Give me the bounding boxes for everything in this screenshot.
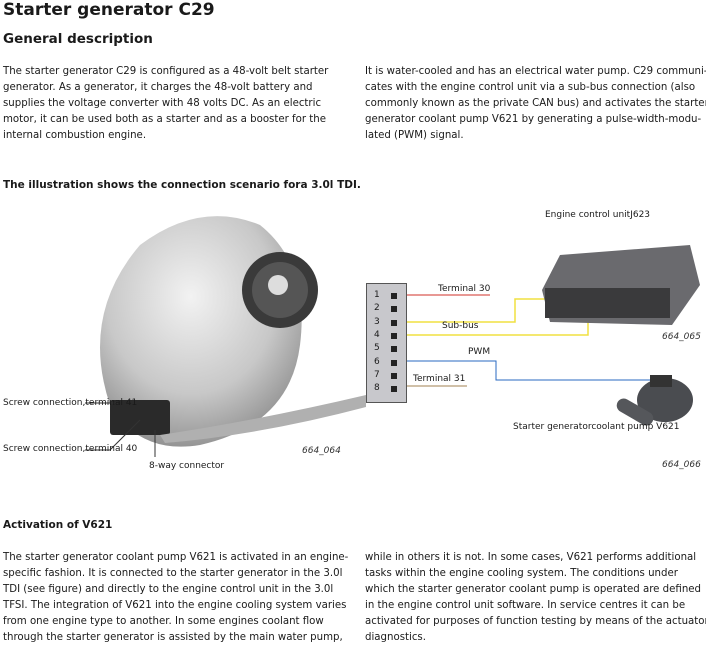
text-line: The illustration shows the connection sc… (3, 179, 301, 191)
pin-number: 1 (374, 290, 380, 300)
label-coolant-pump: Starter generatorcoolant pump V621 (513, 421, 680, 433)
intro-left: The starter generator C29 is configured … (3, 64, 328, 144)
pin-number: 7 (374, 369, 380, 380)
text-line: from one engine type to another. In some… (3, 616, 324, 627)
text-line: J623 (630, 210, 651, 220)
pin-number: 3 (374, 316, 380, 327)
text-line: through the starter generator is assiste… (3, 632, 343, 643)
figure-number-1: 664_064 (302, 446, 341, 456)
label-screw-terminal-41: Screw connection,terminal 41 (3, 397, 137, 409)
text-line: supplies the voltage converter with 48 v… (3, 98, 322, 109)
text-line: terminal 41 (85, 398, 138, 408)
label-sub-bus: Sub-bus (442, 321, 479, 331)
text-line: TDI (see figure) and directly to the eng… (3, 584, 334, 595)
pin-contact (391, 386, 397, 393)
activation-left: The starter generator coolant pump V621 … (3, 550, 348, 646)
figure-number-3: 664_066 (662, 460, 701, 470)
activation-right: while in others it is not. In some cases… (365, 550, 706, 646)
label-terminal-30: Terminal 30 (438, 284, 491, 294)
figure-caption: The illustration shows the connection sc… (3, 179, 361, 192)
text-line: Screw connection, (3, 398, 86, 408)
pin-contact (391, 332, 397, 339)
text-line: a 3.0l TDI. (300, 179, 361, 191)
label-engine-control-unit: Engine control unitJ623 (545, 209, 650, 221)
text-line: Screw connection, (3, 444, 86, 454)
text-line: generator coolant pump V621 by generatin… (365, 114, 702, 125)
pin-contact (391, 319, 397, 326)
figure-number-2: 664_065 (662, 332, 701, 342)
pin-number: 8 (374, 383, 380, 394)
text-line: while in others it is not. In some cases… (365, 552, 697, 563)
8-way-connector-pinout: 1 2 3 4 5 6 7 8 (366, 283, 407, 403)
pump-image (616, 375, 693, 426)
pin-number: 4 (374, 329, 380, 340)
text-line: cates with the engine control unit via a… (365, 82, 696, 93)
text-line: lated (PWM) signal. (365, 130, 464, 141)
pin-contact (391, 359, 397, 366)
pin-number: 5 (374, 343, 380, 354)
text-line: coolant pump V621 (591, 422, 680, 432)
text-line: It is water-cooled and has an electrical… (365, 66, 706, 77)
pin-contact (391, 372, 397, 379)
text-line: terminal 40 (85, 444, 138, 454)
text-line: activated for purposes of function testi… (365, 616, 706, 627)
starter-generator-image (85, 216, 366, 457)
text-line: specific fashion. It is connected to the… (3, 568, 343, 579)
text-line: The starter generator coolant pump V621 … (3, 552, 349, 563)
page-title: Starter generator C29 (3, 0, 215, 20)
text-line: Starter generator (513, 422, 592, 432)
text-line: commonly known as the private CAN bus) a… (365, 98, 706, 109)
intro-right: It is water-cooled and has an electrical… (365, 64, 706, 144)
wiring-diagram (395, 245, 700, 426)
label-pwm: PWM (468, 347, 491, 357)
pin-contact (391, 346, 397, 353)
label-8-way-connector: 8-way connector (149, 461, 225, 471)
label-terminal-31: Terminal 31 (413, 374, 466, 384)
pin-contact (391, 293, 397, 299)
text-line: internal combustion engine. (3, 130, 147, 141)
section-heading: General description (3, 31, 153, 47)
pin-number: 6 (374, 356, 380, 367)
ecu-image (542, 245, 700, 325)
pin-number: 2 (374, 303, 380, 314)
text-line: generator. As a generator, it charges th… (3, 82, 313, 93)
activation-heading: Activation of V621 (3, 519, 113, 531)
pin-contact (391, 306, 397, 313)
text-line: in the engine control unit software. In … (365, 600, 686, 611)
text-line: tasks within the engine cooling system. … (365, 568, 678, 579)
text-line: which the starter generator coolant pump… (365, 584, 702, 595)
text-line: The starter generator C29 is configured … (3, 66, 329, 77)
text-line: motor, it can be used both as a starter … (3, 114, 327, 125)
wire-subbus-1 (395, 298, 550, 323)
label-screw-terminal-40: Screw connection,terminal 40 (3, 443, 137, 455)
text-line: TFSI. The integration of V621 into the e… (3, 600, 347, 611)
text-line: diagnostics. (365, 632, 426, 643)
text-line: Engine control unit (545, 210, 631, 220)
wire-pwm (395, 360, 660, 381)
